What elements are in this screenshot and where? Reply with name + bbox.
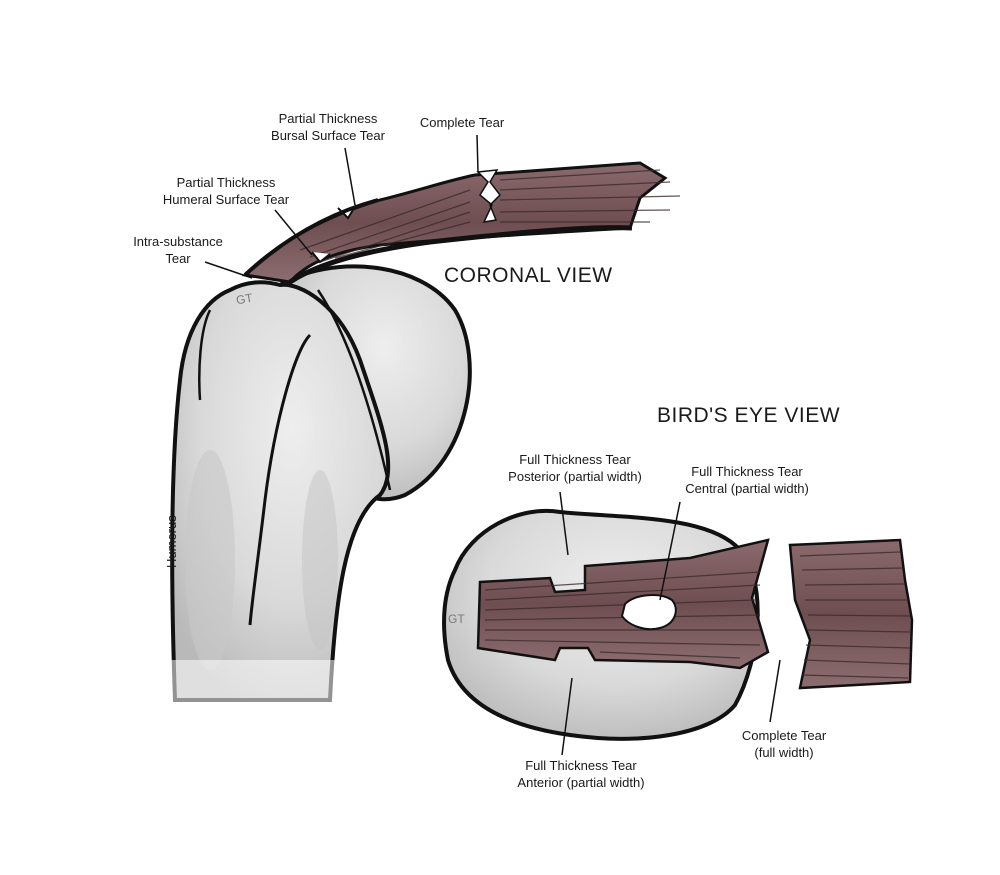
- label-line: Anterior (partial width): [517, 775, 645, 790]
- bone-contour: [316, 289, 392, 491]
- label-gt-coronal: GT: [234, 290, 254, 308]
- label-gt-birds-eye: GT: [448, 612, 465, 626]
- label-humeral-surface-tear: Partial Thickness Humeral Surface Tear: [163, 174, 289, 208]
- supraspinatus-tendon-birds-eye: [476, 538, 914, 690]
- label-central-tear: Full Thickness Tear Central (partial wid…: [685, 463, 809, 497]
- label-line: Intra-substance: [133, 234, 223, 249]
- label-line: Complete Tear: [741, 728, 827, 743]
- tendon-right-segment: [788, 538, 914, 690]
- label-line: Full Thickness Tear: [525, 758, 637, 773]
- label-intrasubstance-tear: Intra-substance Tear: [133, 233, 223, 267]
- tendon-left-segment: [476, 538, 770, 670]
- label-line: Partial Thickness: [176, 175, 276, 190]
- label-anterior-tear: Full Thickness Tear Anterior (partial wi…: [517, 757, 644, 791]
- label-humerus: Humerus: [164, 515, 179, 568]
- label-line: Partial Thickness: [278, 111, 378, 126]
- label-line: Posterior (partial width): [508, 469, 642, 484]
- coronal-view-title: CORONAL VIEW: [444, 264, 613, 287]
- birds-eye-view-title: BIRD'S EYE VIEW: [657, 404, 841, 427]
- supraspinatus-tendon-coronal: [241, 161, 681, 285]
- label-complete-tear-birds-eye: Complete Tear (full width): [742, 727, 826, 761]
- label-line: Humeral Surface Tear: [162, 192, 290, 207]
- bone-contour: [248, 333, 312, 626]
- label-bursal-surface-tear: Partial Thickness Bursal Surface Tear: [271, 110, 385, 144]
- label-line: Central (partial width): [685, 481, 809, 496]
- label-complete-tear-coronal: Complete Tear: [419, 115, 505, 130]
- label-line: Tear: [165, 251, 191, 266]
- bone-contour: [198, 309, 212, 401]
- label-line: Full Thickness Tear: [519, 452, 631, 467]
- central-tear-hole: [620, 594, 677, 631]
- label-line: (full width): [754, 745, 814, 760]
- label-posterior-tear: Full Thickness Tear Posterior (partial w…: [508, 451, 642, 485]
- leader-lines-coronal: [204, 134, 479, 279]
- complete-tear-gap: [476, 169, 501, 223]
- humerus-coronal: [170, 264, 472, 720]
- label-line: Bursal Surface Tear: [271, 128, 385, 143]
- leader-lines-birds-eye: [559, 491, 781, 756]
- label-line: Full Thickness Tear: [691, 464, 803, 479]
